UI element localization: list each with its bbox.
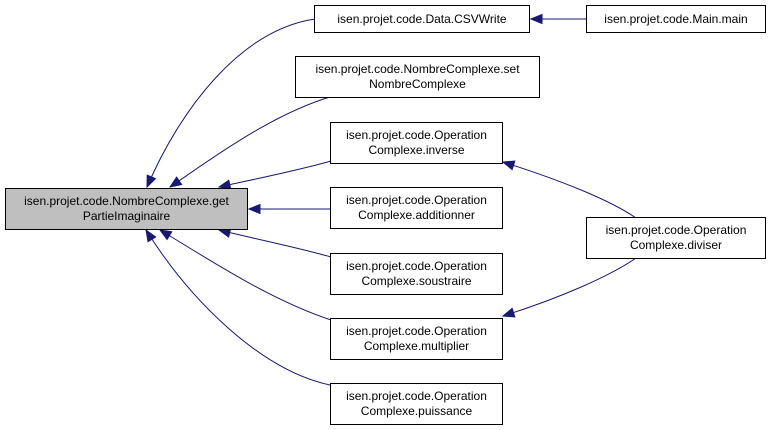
- node-soustraire-line2: Complexe.soustraire: [361, 274, 472, 288]
- edge-csvWrite-to-getPartieImaginaire: [146, 18, 316, 188]
- node-multiplier-line1: isen.projet.code.Operation: [346, 324, 487, 338]
- arrowhead-csvWrite-to-getPartieImaginaire: [146, 174, 157, 189]
- edge-puissance-to-getPartieImaginaire: [145, 229, 331, 386]
- node-getPartieImaginaire-line2: PartieImaginaire: [82, 209, 171, 223]
- node-multiplier-line2: Complexe.multiplier: [363, 339, 470, 353]
- node-setNombreComplexe[interactable]: isen.projet.code.NombreComplexe.set Nomb…: [295, 56, 540, 98]
- node-csvWrite-line1: isen.projet.code.Data.CSVWrite: [337, 11, 507, 26]
- edge-inverse-to-getPartieImaginaire: [218, 160, 332, 188]
- node-puissance-line1: isen.projet.code.Operation: [346, 389, 487, 403]
- node-setNombreComplexe-line2: NombreComplexe: [369, 77, 466, 91]
- edge-layer: [145, 13, 637, 386]
- arrowhead-additionner-to-getPartieImaginaire: [247, 203, 261, 215]
- node-getPartieImaginaire[interactable]: isen.projet.code.NombreComplexe.get Part…: [5, 188, 248, 230]
- node-getPartieImaginaire-line1: isen.projet.code.NombreComplexe.get: [24, 194, 229, 208]
- node-puissance-line2: Complexe.puissance: [360, 404, 473, 418]
- edge-multiplier-to-getPartieImaginaire: [159, 229, 332, 321]
- arrowhead-diviser-to-multiplier: [501, 307, 516, 318]
- node-mainMain-line1: isen.projet.code.Main.main: [604, 11, 748, 26]
- node-inverse-line2: Complexe.inverse: [368, 143, 465, 157]
- node-diviser[interactable]: isen.projet.code.Operation Complexe.divi…: [586, 217, 766, 259]
- node-inverse[interactable]: isen.projet.code.Operation Complexe.inve…: [330, 122, 503, 164]
- node-additionner[interactable]: isen.projet.code.Operation Complexe.addi…: [330, 187, 503, 229]
- node-csvWrite[interactable]: isen.projet.code.Data.CSVWrite: [314, 5, 530, 33]
- arrowhead-mainMain-to-csvWrite: [529, 13, 543, 25]
- node-diviser-line2: Complexe.diviser: [629, 238, 723, 252]
- node-multiplier[interactable]: isen.projet.code.Operation Complexe.mult…: [330, 318, 503, 360]
- arrowhead-diviser-to-inverse: [501, 160, 516, 171]
- arrowhead-multiplier-to-getPartieImaginaire: [158, 229, 173, 241]
- arrowhead-setNombreComplexe-to-getPartieImaginaire: [168, 176, 183, 188]
- arrowhead-puissance-to-getPartieImaginaire: [145, 228, 157, 243]
- edge-diviser-to-inverse: [502, 161, 637, 219]
- node-inverse-line1: isen.projet.code.Operation: [346, 128, 487, 142]
- node-puissance[interactable]: isen.projet.code.Operation Complexe.puis…: [330, 383, 503, 425]
- edge-setNombreComplexe-to-getPartieImaginaire: [169, 96, 331, 188]
- node-setNombreComplexe-line1: isen.projet.code.NombreComplexe.set: [315, 62, 520, 76]
- node-additionner-line1: isen.projet.code.Operation: [346, 193, 487, 207]
- node-mainMain[interactable]: isen.projet.code.Main.main: [586, 5, 766, 33]
- node-soustraire-line1: isen.projet.code.Operation: [346, 259, 487, 273]
- node-soustraire[interactable]: isen.projet.code.Operation Complexe.sous…: [330, 253, 503, 295]
- edge-diviser-to-multiplier: [502, 257, 637, 317]
- node-diviser-line1: isen.projet.code.Operation: [605, 223, 747, 237]
- node-additionner-line2: Complexe.additionner: [358, 208, 475, 222]
- edge-soustraire-to-getPartieImaginaire: [218, 229, 332, 258]
